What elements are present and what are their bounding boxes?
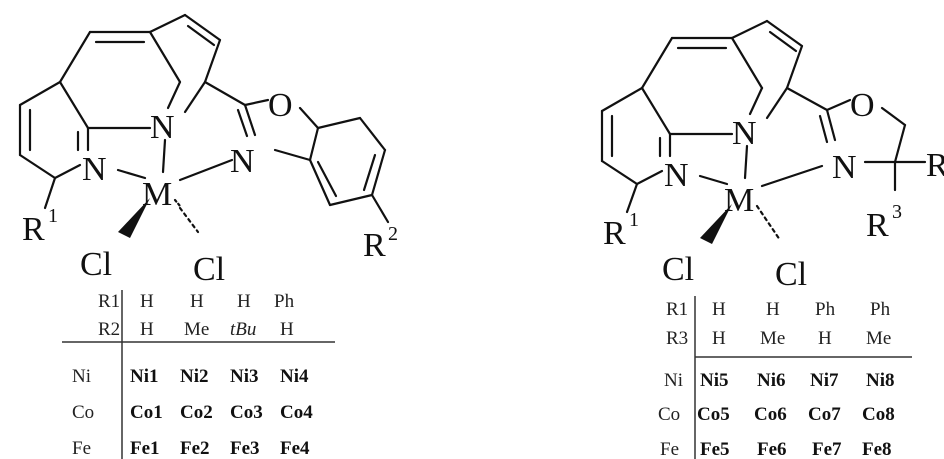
table-cell: Fe7 (812, 439, 842, 459)
table-cell: Ni8 (866, 370, 895, 391)
row-header-r3: R3 (666, 328, 688, 349)
table-cell: Ph (870, 299, 891, 320)
table-cell: Co3 (230, 402, 263, 423)
substituent-index: 3 (892, 201, 902, 223)
table-cell: H (140, 291, 154, 312)
right-structure: N N N O M Cl Cl R 1 R R 3 (600, 19, 944, 293)
row-header-r1: R1 (666, 299, 688, 320)
table-cell: Co4 (280, 402, 313, 423)
substituent-index: 1 (48, 205, 58, 227)
atom-M: M (142, 176, 172, 213)
substituent-R: R (22, 211, 45, 248)
row-header-r1: R1 (98, 291, 120, 312)
table-cell: Me (184, 319, 209, 340)
atom-N: N (664, 157, 689, 194)
atom-N: N (732, 115, 757, 152)
atom-O: O (268, 87, 293, 124)
wedge-bond (700, 204, 732, 244)
wedge-bond (118, 198, 150, 238)
atom-Cl: Cl (775, 256, 807, 293)
table-cell: Ph (815, 299, 836, 320)
atom-N: N (832, 149, 857, 186)
table-cell: Fe5 (700, 439, 730, 459)
table-cell: H (712, 299, 726, 320)
table-cell: Me (760, 328, 785, 349)
table-cell: Fe3 (230, 438, 260, 459)
table-cell: H (712, 328, 726, 349)
table-cell: Co2 (180, 402, 213, 423)
right-table: R1 R3 Ni Co Fe H H Ph Ph H Me H Me Ni5 N… (658, 296, 912, 459)
atom-Cl: Cl (80, 246, 112, 283)
row-header-metal: Fe (660, 439, 679, 459)
row-header-metal: Ni (664, 370, 683, 391)
table-cell: Co8 (862, 404, 895, 425)
table-cell: Fe4 (280, 438, 310, 459)
table-cell: H (237, 291, 251, 312)
substituent-R: R (926, 147, 944, 184)
row-header-metal: Co (72, 402, 94, 423)
atom-N: N (82, 151, 107, 188)
substituent-index: 2 (388, 223, 398, 245)
row-header-metal: Fe (72, 438, 91, 459)
table-cell: Fe1 (130, 438, 160, 459)
substituent-R: R (603, 215, 626, 252)
table-cell: Ni3 (230, 366, 259, 387)
substituent-R: R (866, 207, 889, 244)
substituent-R: R (363, 227, 386, 264)
table-cell: Co7 (808, 404, 841, 425)
table-cell: Fe6 (757, 439, 787, 459)
table-cell: Ph (274, 291, 295, 312)
left-structure: N N N O M Cl Cl R 1 R 2 (18, 13, 398, 288)
row-header-metal: Co (658, 404, 680, 425)
table-cell: H (140, 319, 154, 340)
table-cell: H (818, 328, 832, 349)
table-cell: Fe8 (862, 439, 892, 459)
table-cell: H (766, 299, 780, 320)
table-cell: Ni2 (180, 366, 209, 387)
atom-N: N (230, 143, 255, 180)
table-cell: Co1 (130, 402, 163, 423)
atom-Cl: Cl (662, 251, 694, 288)
atom-Cl: Cl (193, 251, 225, 288)
table-cell: Ni7 (810, 370, 839, 391)
table-cell: H (190, 291, 204, 312)
atom-O: O (850, 87, 875, 124)
row-header-r2: R2 (98, 319, 120, 340)
substituent-index: 1 (629, 209, 639, 231)
table-cell: Me (866, 328, 891, 349)
table-cell: Co6 (754, 404, 787, 425)
table-cell: Co5 (697, 404, 730, 425)
table-cell: tBu (230, 319, 256, 340)
table-cell: H (280, 319, 294, 340)
table-cell: Fe2 (180, 438, 210, 459)
table-cell: Ni5 (700, 370, 729, 391)
atom-N: N (150, 109, 175, 146)
row-header-metal: Ni (72, 366, 91, 387)
table-cell: Ni6 (757, 370, 786, 391)
table-cell: Ni4 (280, 366, 309, 387)
atom-M: M (724, 182, 754, 219)
left-table: R1 R2 Ni Co Fe H H H Ph H Me tBu H Ni1 N… (62, 290, 335, 459)
table-cell: Ni1 (130, 366, 159, 387)
